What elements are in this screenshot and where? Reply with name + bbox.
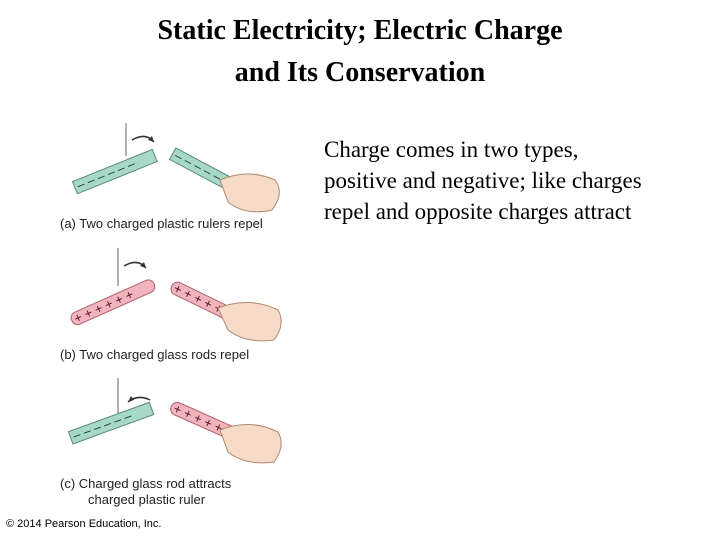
caption-c-line2: charged plastic ruler <box>88 492 205 507</box>
caption-b: (b) Two charged glass rods repel <box>60 347 249 362</box>
svg-text:+ + + + + +: + + + + + + <box>72 287 136 327</box>
charge-figure: – – – – – – – – – – – + + + + + + + + + … <box>60 118 310 518</box>
panel-c: – – – – – – + + + + + <box>68 378 281 463</box>
panel-b: + + + + + + + + + + + <box>69 248 281 341</box>
hand-a <box>220 174 279 212</box>
hanging-ruler-a: – – – – – – <box>72 148 157 194</box>
hand-c <box>220 424 281 462</box>
hand-b <box>218 302 281 340</box>
title-line-2: and Its Conservation <box>0 52 720 94</box>
svg-text:+ + + + +: + + + + + <box>171 401 225 436</box>
hanging-glass-rod-b: + + + + + + <box>69 277 157 327</box>
svg-text:+ + + + +: + + + + + <box>171 280 225 316</box>
svg-text:– – – – –: – – – – – <box>172 148 224 185</box>
svg-text:– – – – – –: – – – – – – <box>75 155 138 192</box>
title-line-1: Static Electricity; Electric Charge <box>0 10 720 52</box>
copyright-text: © 2014 Pearson Education, Inc. <box>6 518 161 530</box>
slide-title: Static Electricity; Electric Charge and … <box>0 10 720 94</box>
hanging-ruler-c: – – – – – – <box>68 400 154 444</box>
caption-c-line1: (c) Charged glass rod attracts <box>60 476 231 491</box>
panel-a: – – – – – – – – – – – <box>72 123 280 212</box>
charge-illustration: – – – – – – – – – – – + + + + + + + + + … <box>60 118 310 518</box>
body-text: Charge comes in two types, positive and … <box>324 134 654 227</box>
caption-a: (a) Two charged plastic rulers repel <box>60 216 263 231</box>
